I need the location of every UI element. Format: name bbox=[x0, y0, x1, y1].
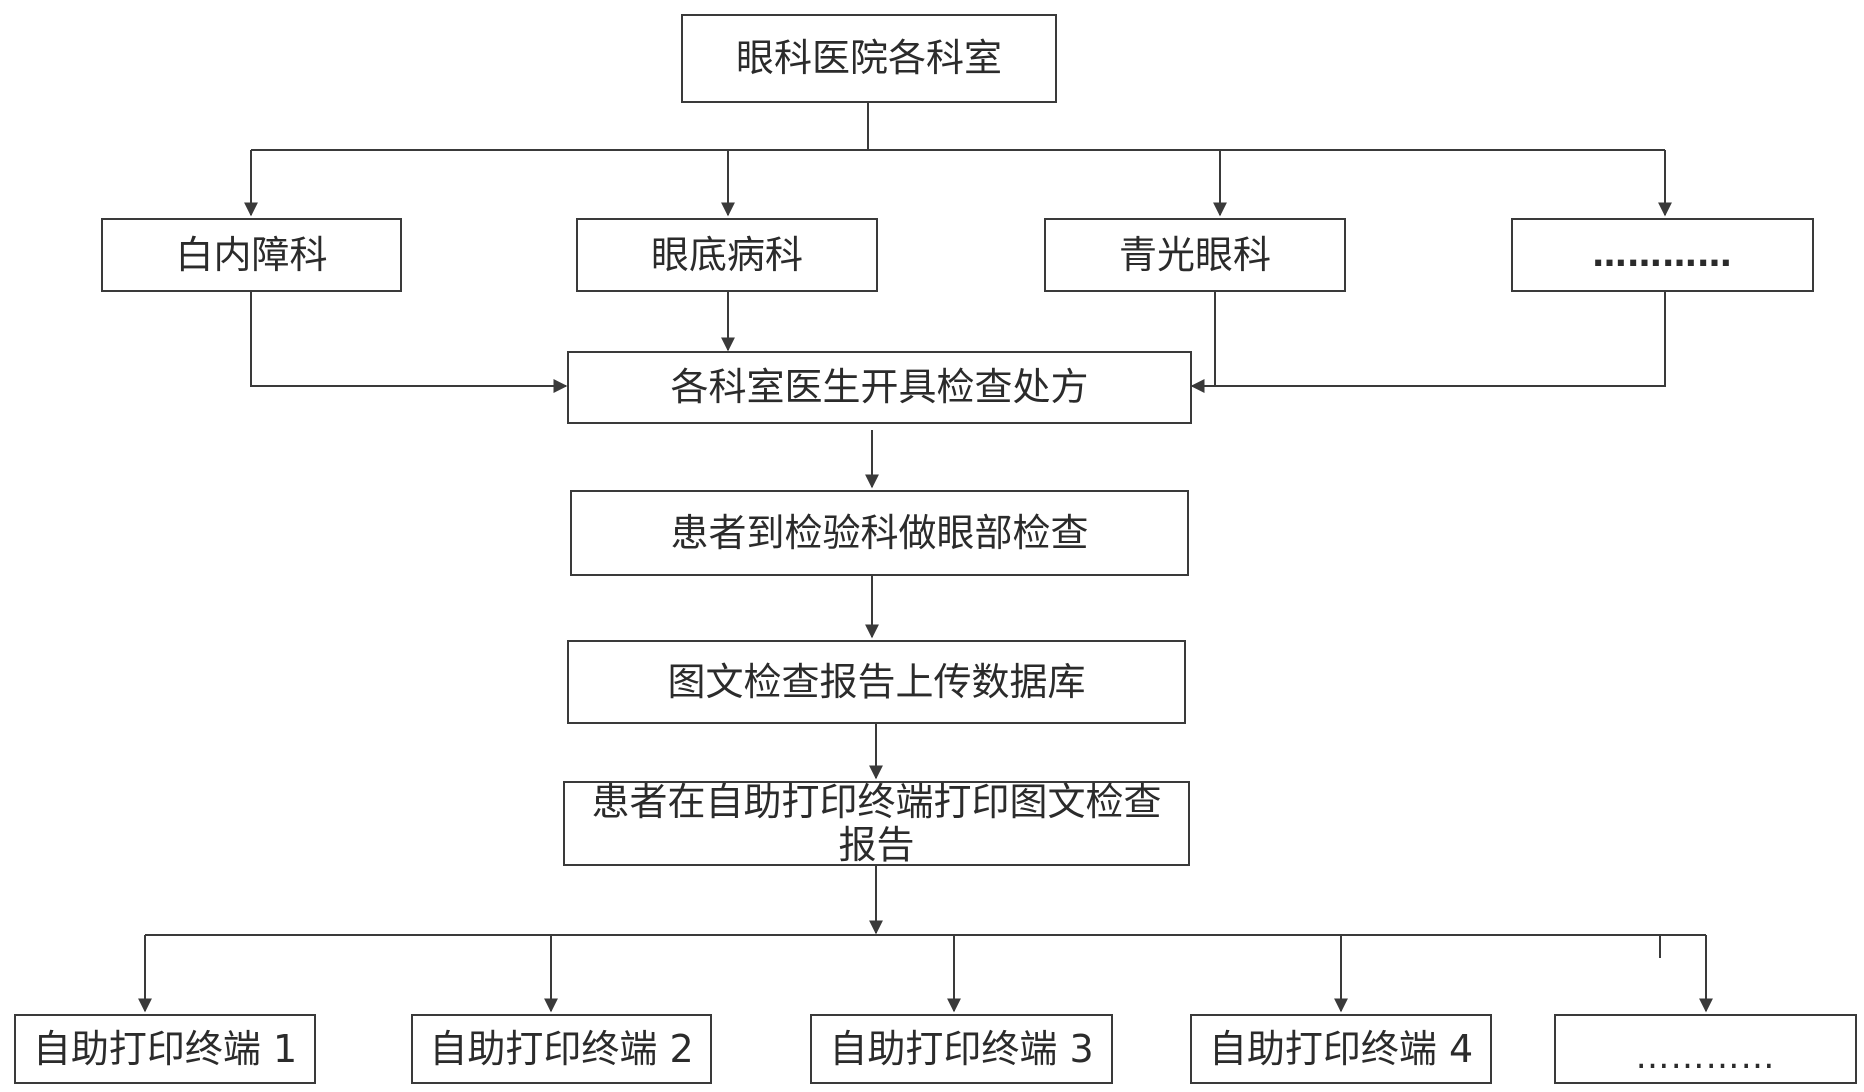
terminal-other-box: ………… bbox=[1554, 1014, 1857, 1084]
glaucoma-dept-label: 青光眼科 bbox=[1118, 232, 1271, 277]
terminal-2-label: 自助打印终端 2 bbox=[429, 1026, 694, 1071]
cataract-dept-label: 白内障科 bbox=[175, 232, 328, 277]
terminal-3-label: 自助打印终端 3 bbox=[829, 1026, 1094, 1071]
self-print-step-label: 患者在自助打印终端打印图文检查报告 bbox=[591, 779, 1162, 867]
eye-exam-step-box: 患者到检验科做眼部检查 bbox=[570, 490, 1189, 576]
other-dept-box: ………… bbox=[1511, 218, 1814, 292]
terminal-3-box: 自助打印终端 3 bbox=[810, 1014, 1113, 1084]
terminal-2-box: 自助打印终端 2 bbox=[411, 1014, 712, 1084]
prescription-step-box: 各科室医生开具检查处方 bbox=[567, 351, 1192, 424]
report-upload-step-label: 图文检查报告上传数据库 bbox=[667, 659, 1086, 704]
hospital-departments-box: 眼科医院各科室 bbox=[681, 14, 1057, 103]
terminal-1-box: 自助打印终端 1 bbox=[14, 1014, 316, 1084]
report-upload-step-box: 图文检查报告上传数据库 bbox=[567, 640, 1186, 724]
prescription-step-label: 各科室医生开具检查处方 bbox=[670, 365, 1089, 410]
fundus-dept-box: 眼底病科 bbox=[576, 218, 878, 292]
terminal-other-label: ………… bbox=[1635, 1036, 1776, 1077]
terminal-4-label: 自助打印终端 4 bbox=[1208, 1026, 1474, 1071]
connector-other-to-step1 bbox=[1215, 292, 1666, 387]
other-dept-label: ………… bbox=[1592, 234, 1733, 275]
terminal-1-label: 自助打印终端 1 bbox=[32, 1026, 298, 1071]
hospital-departments-label: 眼科医院各科室 bbox=[735, 36, 1002, 81]
cataract-dept-box: 白内障科 bbox=[101, 218, 402, 292]
arrow-cataract-to-step1 bbox=[250, 292, 568, 393]
self-print-step-box: 患者在自助打印终端打印图文检查报告 bbox=[563, 781, 1190, 866]
arrow-glaucoma-to-step1 bbox=[1190, 292, 1216, 393]
glaucoma-dept-box: 青光眼科 bbox=[1044, 218, 1346, 292]
terminal-4-box: 自助打印终端 4 bbox=[1190, 1014, 1492, 1084]
fundus-dept-label: 眼底病科 bbox=[650, 232, 803, 277]
eye-exam-step-label: 患者到检验科做眼部检查 bbox=[670, 510, 1089, 555]
